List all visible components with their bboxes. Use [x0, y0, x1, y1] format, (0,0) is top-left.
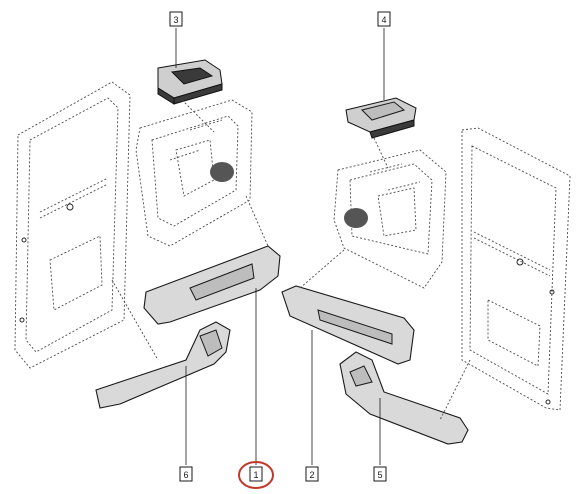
callout-4: 4 [377, 11, 391, 27]
part-5-pull-handle [339, 351, 469, 445]
svg-text:5: 5 [377, 470, 382, 480]
svg-text:3: 3 [173, 15, 178, 25]
svg-text:2: 2 [309, 470, 314, 480]
highlight-circle [238, 461, 274, 489]
part-1-armrest [143, 245, 281, 325]
callout-5: 5 [373, 466, 387, 482]
right-door-frame [461, 127, 571, 411]
svg-text:6: 6 [183, 470, 188, 480]
part-6-pull-handle [95, 321, 231, 409]
part-3-bezel [157, 59, 223, 105]
left-door-frame [14, 81, 131, 369]
svg-text:1: 1 [253, 470, 258, 480]
callout-2: 2 [305, 466, 319, 482]
callout-6: 6 [179, 466, 193, 482]
callout-3: 3 [169, 11, 183, 27]
left-door-panel [135, 99, 253, 247]
part-2-armrest [281, 285, 415, 365]
svg-text:4: 4 [381, 15, 386, 25]
leader-lines [175, 28, 385, 465]
assembly-lines [111, 99, 471, 421]
part-4-bezel [345, 97, 417, 139]
callout-1: 1 [249, 466, 263, 482]
right-door-panel [333, 149, 447, 289]
